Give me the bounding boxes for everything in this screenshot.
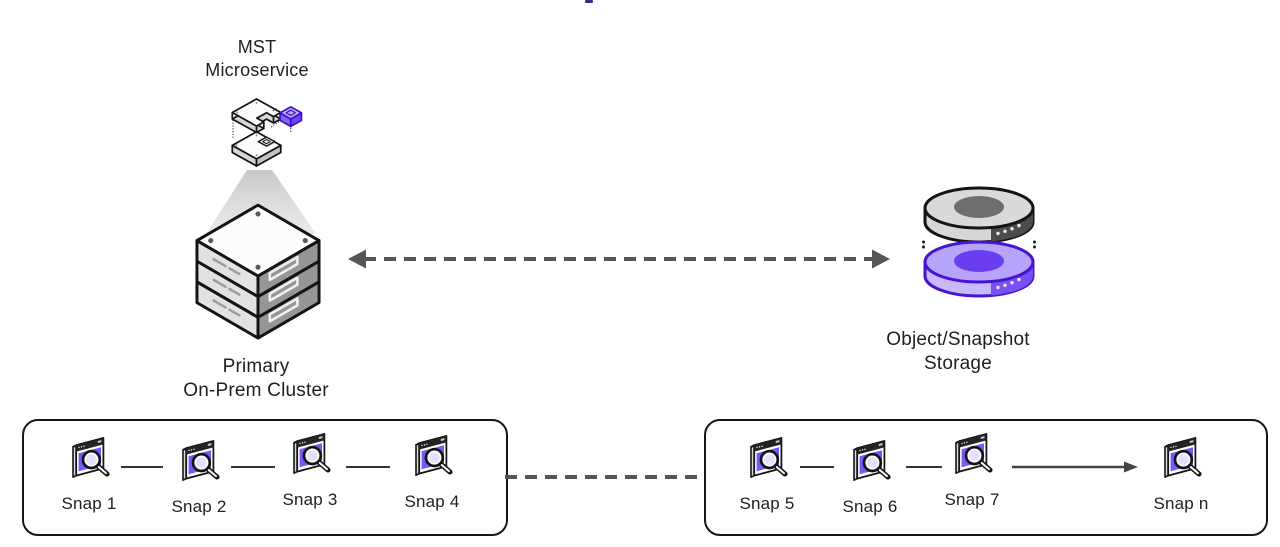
- snap-label: Snap 7: [944, 490, 1000, 509]
- group-connector-dashed-line: [505, 475, 705, 479]
- snapshot-icon: [948, 429, 996, 479]
- snap-connector-line: [906, 466, 942, 468]
- snapshot-icon: [175, 436, 223, 486]
- snap-connector-line: [231, 466, 275, 468]
- storage-icon: [922, 186, 1036, 298]
- snap-label: Snap 1: [61, 494, 117, 513]
- snap-label: Snap 5: [739, 494, 795, 513]
- cluster-label-line2: On-Prem Cluster: [183, 380, 329, 401]
- cluster-icon: [195, 203, 321, 340]
- storage-label-line2: Storage: [924, 353, 992, 374]
- snapshot-icon: [1157, 433, 1205, 483]
- microservice-label-line1: MST: [237, 37, 277, 57]
- microservice-label: MST Microservice: [157, 36, 357, 82]
- snap-label: Snap 6: [842, 497, 898, 516]
- microservice-icon: [231, 98, 303, 167]
- snap-item: Snap 5: [722, 433, 812, 514]
- snap-connector-line: [800, 466, 834, 468]
- top-partial-mark: [585, 0, 593, 3]
- storage-label-line1: Object/Snapshot: [886, 329, 1030, 350]
- snapshot-icon: [408, 431, 456, 481]
- cluster-label-line1: Primary: [222, 356, 290, 377]
- snap-label: Snap 2: [171, 497, 227, 516]
- snap-item: Snap 1: [44, 433, 134, 514]
- snap-item: Snap 2: [154, 436, 244, 517]
- snapshot-icon: [743, 433, 791, 483]
- snapshot-icon: [286, 429, 334, 479]
- snap-connector-line: [346, 466, 390, 468]
- snap-label: Snap 4: [404, 492, 460, 511]
- snap-item: Snap 7: [927, 429, 1017, 510]
- storage-label: Object/Snapshot Storage: [858, 328, 1058, 376]
- snap-item: Snap 6: [825, 436, 915, 517]
- snap-item: Snap n: [1136, 433, 1226, 514]
- snap-chain-arrow: [1012, 461, 1138, 473]
- cluster-label: Primary On-Prem Cluster: [156, 355, 356, 403]
- snap-item: Snap 3: [265, 429, 355, 510]
- snap-connector-line: [121, 466, 163, 468]
- microservice-label-line2: Microservice: [205, 60, 309, 80]
- snap-label: Snap n: [1153, 494, 1209, 513]
- snap-label: Snap 3: [282, 490, 338, 509]
- snapshot-icon: [65, 433, 113, 483]
- cluster-storage-dashed-arrow: [348, 249, 890, 269]
- snapshot-icon: [846, 436, 894, 486]
- snap-item: Snap 4: [387, 431, 477, 512]
